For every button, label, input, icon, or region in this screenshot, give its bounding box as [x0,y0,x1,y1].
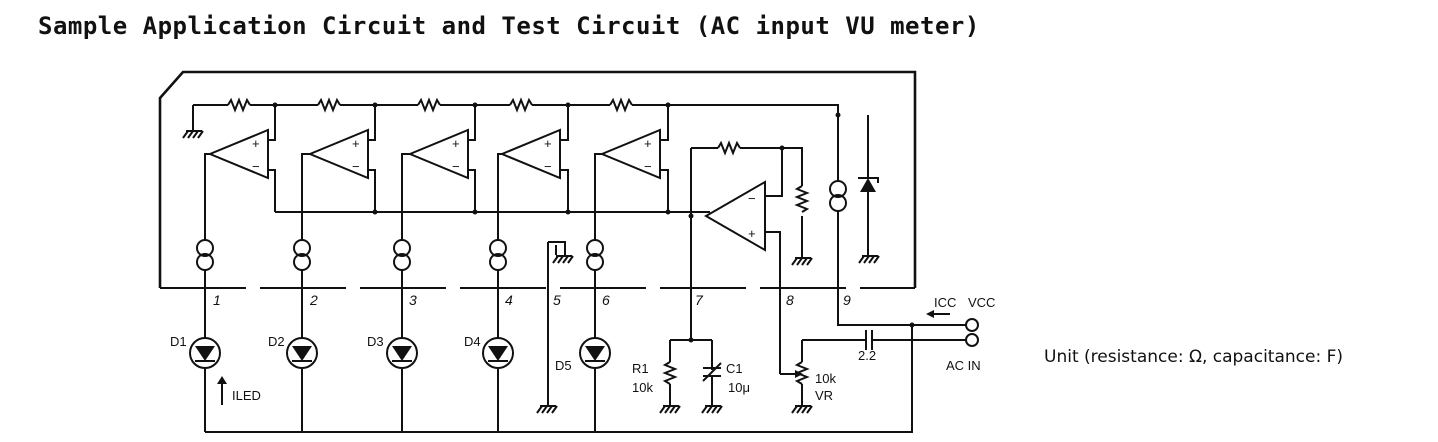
r1-c1-network [659,339,723,414]
iled-arrow-icon [217,376,227,405]
svg-text:+: + [452,136,460,151]
ac-in-label: AC IN [946,358,981,373]
pin-3-label: 3 [409,292,417,308]
icc-label: ICC [934,295,956,310]
pin-5-label: 5 [553,292,561,308]
r1-value: 10k [632,380,653,395]
svg-text:+: + [644,136,652,151]
vr-value: 10k [815,371,836,386]
diagram-title: Sample Application Circuit and Test Circ… [38,12,980,40]
pin-9-label: 9 [843,292,851,308]
coupling-cap-value: 2.2 [858,348,876,363]
diode-d5-label: D5 [555,358,572,373]
unit-note: Unit (resistance: Ω, capacitance: F) [1044,347,1343,367]
vr-input-network [780,330,966,414]
output-current-sources [196,153,604,288]
svg-text:−: − [748,191,756,206]
iled-label: ILED [232,388,261,403]
diode-d2-label: D2 [268,334,285,349]
diode-d4-label: D4 [464,334,481,349]
c1-value: 10μ [728,380,750,395]
pin-2-label: 2 [309,292,318,308]
r1-label: R1 [632,361,649,376]
pin-7-label: 7 [695,292,704,308]
svg-text:−: − [452,159,460,174]
pin-4-label: 4 [505,292,513,308]
pin-6-label: 6 [602,292,610,308]
svg-text:+: + [544,136,552,151]
comparators: + − + − + − + − + − [207,102,710,215]
svg-text:−: − [544,159,552,174]
vr-label: VR [815,388,833,403]
terminals [912,310,979,347]
pin-5-ground [536,241,574,414]
vcc-label: VCC [968,295,995,310]
svg-text:+: + [352,136,360,151]
c1-label: C1 [726,361,743,376]
svg-text:+: + [748,226,756,241]
ic-outline [158,70,917,288]
diode-d1-label: D1 [170,334,187,349]
svg-text:+: + [252,136,260,151]
reference-ladder [182,97,841,180]
input-amplifier: −+ [688,140,813,374]
svg-text:−: − [352,159,360,174]
svg-text:−: − [644,159,652,174]
pin-8-label: 8 [786,292,794,308]
led-array [189,288,915,433]
diode-d3-label: D3 [367,334,384,349]
bias-source-zener [829,115,912,326]
svg-text:−: − [252,159,260,174]
pin-1-label: 1 [213,292,221,308]
